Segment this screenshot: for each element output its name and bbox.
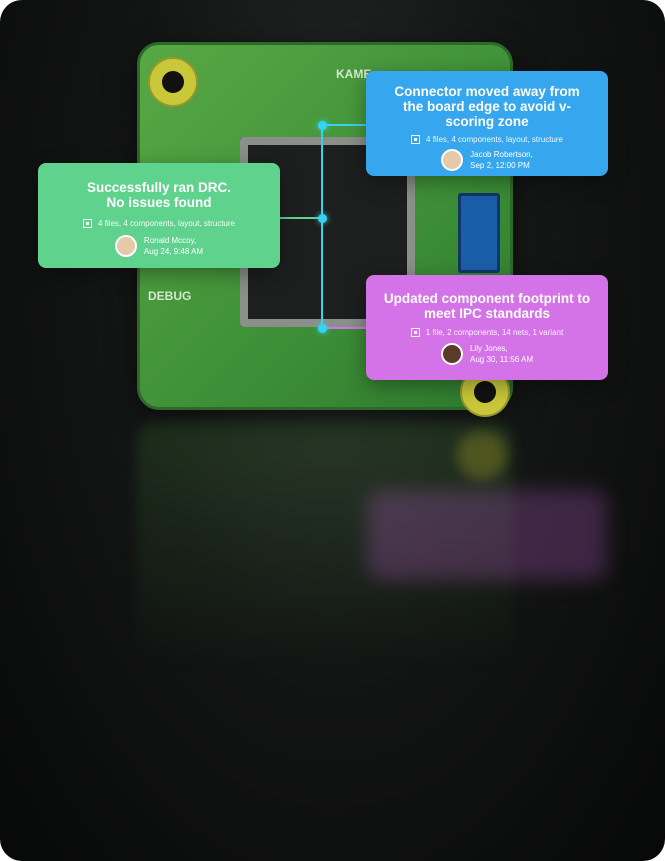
comment-card-drc[interactable]: Successfully ran DRC. No issues found 4 …: [38, 163, 280, 268]
card-title: Successfully ran DRC. No issues found: [86, 180, 232, 210]
connector-line: [280, 217, 322, 219]
card-meta: 4 files, 4 components, layout, structure: [98, 219, 235, 228]
timestamp: Sep 2, 12:00 PM: [470, 161, 530, 170]
connector-line: [321, 125, 323, 329]
comment-card-footprint[interactable]: Updated component footprint to meet IPC …: [366, 275, 608, 380]
author-name: Lily Jones,: [469, 344, 508, 353]
avatar: [114, 235, 137, 257]
card-meta: 4 files, 4 components, layout, structure: [426, 135, 563, 144]
author-name: Jacob Robertson,: [470, 150, 533, 159]
card-meta: 1 file, 2 components, 14 nets, 1 variant: [425, 328, 564, 337]
timestamp: Aug 30, 11:56 AM: [469, 355, 533, 364]
mounting-hole-icon: [148, 57, 198, 107]
file-icon: [410, 328, 420, 337]
connector-line: [322, 124, 367, 126]
avatar: [440, 343, 463, 365]
board-silkscreen-label: KAME: [336, 67, 372, 81]
board-reflection: [137, 420, 607, 670]
card-title: Connector moved away from the board edge…: [394, 84, 580, 129]
debug-silkscreen-label: DEBUG: [148, 289, 192, 303]
file-icon: [83, 219, 93, 228]
anchor-dot: [318, 121, 327, 130]
connector-line: [322, 327, 367, 329]
anchor-dot: [318, 214, 327, 223]
timestamp: Aug 24, 9:48 AM: [143, 247, 204, 256]
file-icon: [411, 135, 421, 144]
card-title: Updated component footprint to meet IPC …: [383, 291, 591, 321]
author-name: Ronald Mccoy,: [143, 236, 197, 245]
comment-card-connector[interactable]: Connector moved away from the board edge…: [366, 71, 608, 176]
avatar: [441, 149, 464, 171]
connector: [458, 193, 500, 273]
anchor-dot: [318, 324, 327, 333]
